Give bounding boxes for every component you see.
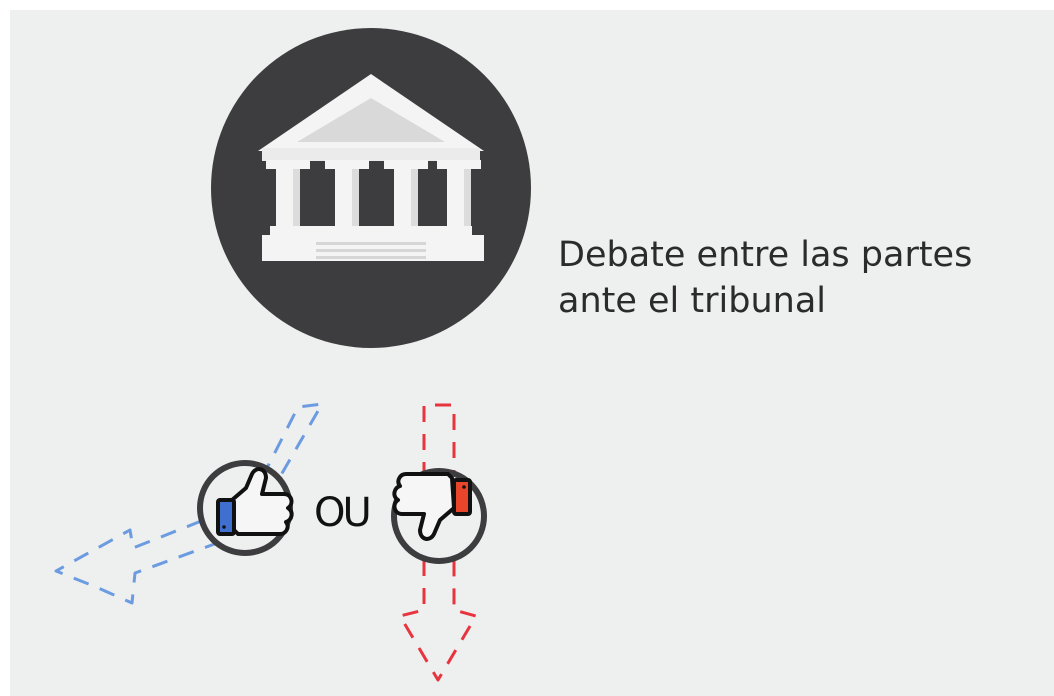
thumbs-up-icon[interactable] xyxy=(197,460,294,556)
courthouse-icon xyxy=(211,28,531,348)
diagram-panel xyxy=(10,10,1054,696)
thumbs-down-icon[interactable] xyxy=(391,468,487,564)
caption-line-1: Debate entre las partes xyxy=(558,235,973,275)
approve-path-arrow xyxy=(54,402,324,605)
caption-line-2: ante el tribunal xyxy=(558,281,826,321)
debate-caption: Debate entre las partes ante el tribunal xyxy=(558,232,1038,324)
connector-word: OU xyxy=(314,490,369,536)
reject-path-arrow xyxy=(398,403,478,682)
